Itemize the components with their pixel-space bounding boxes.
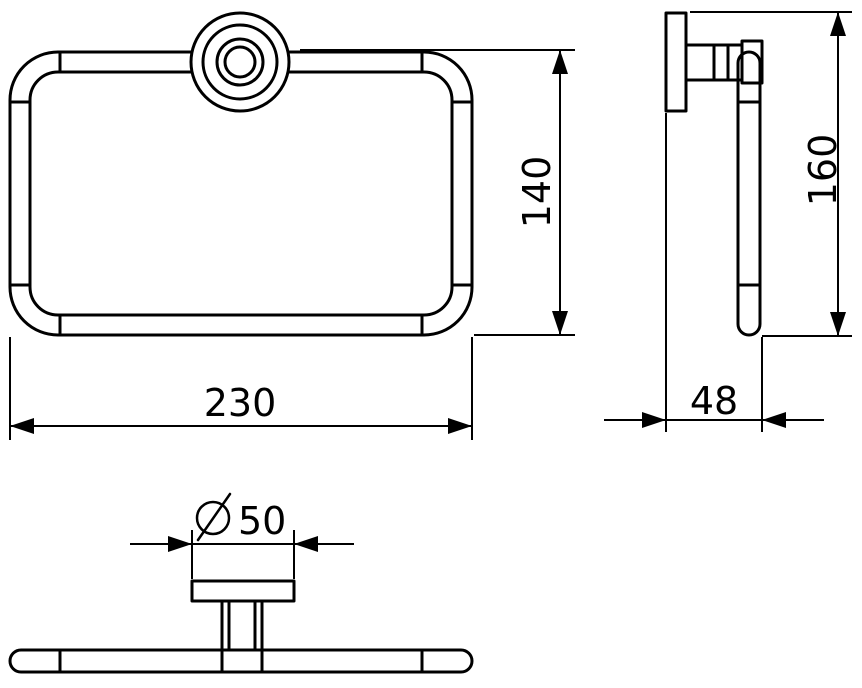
side-wall-plate xyxy=(664,11,688,113)
dimension-width-230: 230 xyxy=(9,337,473,440)
diameter-50-label: 50 xyxy=(238,499,286,543)
side-view xyxy=(664,11,764,337)
depth-48-label: 48 xyxy=(690,379,738,423)
top-view xyxy=(8,579,474,674)
height-160-label: 160 xyxy=(801,134,845,207)
front-wall-rosette xyxy=(189,11,291,113)
diameter-symbol-icon xyxy=(195,492,232,542)
dimension-height-140: 140 xyxy=(300,49,575,336)
side-ring xyxy=(736,50,762,337)
front-ring-joints xyxy=(8,50,474,337)
dimension-height-160: 160 xyxy=(690,11,852,337)
top-wall-plate xyxy=(190,579,296,603)
front-view xyxy=(8,11,474,337)
side-clamp xyxy=(740,39,764,85)
dimension-depth-48: 48 xyxy=(604,113,824,432)
height-140-label: 140 xyxy=(515,156,559,229)
dimension-diameter-50: 50 xyxy=(130,492,354,579)
top-clamp xyxy=(220,648,264,674)
width-230-label: 230 xyxy=(204,381,277,425)
top-ring xyxy=(8,648,474,674)
